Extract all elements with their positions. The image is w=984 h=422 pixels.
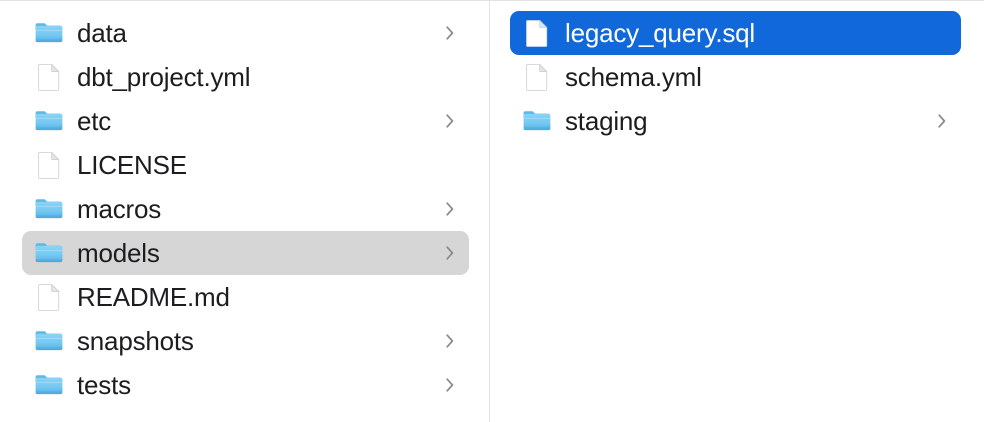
chevron-right-icon[interactable] (935, 110, 949, 132)
document-icon (522, 62, 552, 92)
folder-row[interactable]: snapshots (22, 319, 469, 363)
item-label: LICENSE (77, 150, 187, 180)
folder-icon (34, 370, 64, 400)
item-label: data (77, 18, 127, 48)
item-label: macros (77, 194, 162, 224)
chevron-right-icon[interactable] (443, 198, 457, 220)
item-label: dbt_project.yml (77, 62, 251, 92)
folder-icon (34, 238, 64, 268)
item-label: tests (77, 370, 131, 400)
folder-row[interactable]: macros (22, 187, 469, 231)
chevron-right-icon[interactable] (443, 242, 457, 264)
folder-icon (34, 194, 64, 224)
file-row[interactable]: legacy_query.sql (510, 11, 961, 55)
folder-icon (34, 106, 64, 136)
document-icon (34, 150, 64, 180)
folder-row[interactable]: tests (22, 363, 469, 407)
folder-row[interactable]: etc (22, 99, 469, 143)
item-label: README.md (77, 282, 230, 312)
item-label: staging (565, 106, 648, 136)
chevron-right-icon[interactable] (443, 110, 457, 132)
file-row[interactable]: README.md (22, 275, 469, 319)
item-label: snapshots (77, 326, 194, 356)
file-row[interactable]: schema.yml (510, 55, 961, 99)
chevron-right-icon[interactable] (443, 374, 457, 396)
document-icon (522, 18, 552, 48)
item-label: models (77, 238, 160, 268)
column-models: legacy_query.sql schema.yml staging (490, 1, 983, 422)
chevron-right-icon[interactable] (443, 330, 457, 352)
item-label: etc (77, 106, 112, 136)
item-label: schema.yml (565, 62, 702, 92)
folder-row[interactable]: staging (510, 99, 961, 143)
item-label: legacy_query.sql (565, 18, 755, 48)
chevron-right-icon[interactable] (443, 22, 457, 44)
folder-row[interactable]: data (22, 11, 469, 55)
document-icon (34, 62, 64, 92)
file-row[interactable]: dbt_project.yml (22, 55, 469, 99)
folder-icon (34, 18, 64, 48)
folder-icon (34, 326, 64, 356)
folder-icon (522, 106, 552, 136)
folder-row[interactable]: models (22, 231, 469, 275)
file-row[interactable]: LICENSE (22, 143, 469, 187)
document-icon (34, 282, 64, 312)
